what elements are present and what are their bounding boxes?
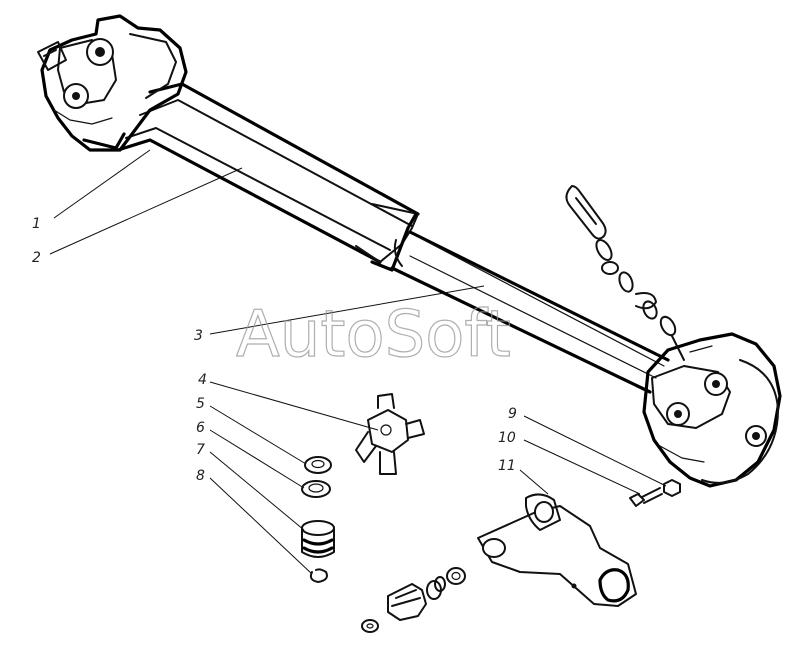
leader-5 <box>209 405 307 465</box>
leader-2 <box>49 167 243 255</box>
part-11-yoke-fork <box>477 493 637 607</box>
right-flange-disc <box>701 359 779 484</box>
part-7-needle-bearing <box>301 520 335 558</box>
outer-tube-lower-line <box>125 127 391 251</box>
seal-inner <box>311 459 325 469</box>
leader-lines <box>49 149 667 575</box>
bearing-top <box>301 520 335 536</box>
seal-outer <box>304 456 332 474</box>
left-cardan-joint <box>37 14 188 152</box>
part-5-seal-ring <box>304 456 332 474</box>
callout-10: 10 <box>498 430 516 446</box>
inner-shaft-bottom-edge <box>390 266 652 394</box>
right-yoke-fork <box>651 365 731 429</box>
spider-trunnion-left <box>355 431 377 463</box>
bolt-head <box>629 493 645 507</box>
small-washer-hole <box>366 623 374 629</box>
callout-labels: 1 2 3 4 5 6 7 8 9 10 11 <box>32 216 517 484</box>
bearing-shading <box>302 538 334 554</box>
leader-8 <box>209 477 313 575</box>
leader-1 <box>53 149 151 219</box>
part-6-seal-cage <box>301 480 331 498</box>
callout-8: 8 <box>196 468 205 484</box>
leader-11 <box>519 469 549 495</box>
left-yoke-bore-upper-hole <box>95 47 105 57</box>
leader-3 <box>209 285 485 335</box>
cage-outer <box>301 480 331 498</box>
callout-3: 3 <box>194 328 203 344</box>
inner-shaft-highlight-1 <box>419 237 665 367</box>
circlip <box>309 568 328 583</box>
safety-chain <box>565 185 685 361</box>
cage-inner <box>308 483 324 493</box>
part-4-cross-spider <box>355 393 425 475</box>
bolt-shank <box>641 487 663 504</box>
left-yoke-bore-lower-hole <box>72 92 80 100</box>
chain-link-5 <box>659 315 677 337</box>
leader-7 <box>209 451 305 531</box>
part-10-bolt <box>629 487 663 507</box>
fork-body <box>477 505 637 607</box>
chain-link-2 <box>601 261 619 275</box>
spider-trunnion-bottom <box>379 451 397 475</box>
left-yoke-outline <box>40 14 188 152</box>
spider-trunnion-top <box>377 393 395 409</box>
leader-10 <box>523 439 641 495</box>
part-9-nut <box>663 479 681 497</box>
boot-washer <box>446 567 466 585</box>
callout-2: 2 <box>32 250 41 266</box>
left-flange <box>129 33 177 99</box>
outer-tube-bottom-edge <box>116 138 382 264</box>
leader-6 <box>209 429 305 489</box>
chain-link-1 <box>595 239 613 261</box>
leader-4 <box>209 381 379 431</box>
outer-tube-end-shadow <box>370 212 418 272</box>
leader-9 <box>523 415 667 487</box>
part-8-circlip <box>309 568 328 583</box>
chain-link-3 <box>618 271 634 293</box>
left-yoke-detail <box>53 109 113 125</box>
right-yoke-bore-upper-hole <box>712 380 720 388</box>
callout-5: 5 <box>196 396 205 412</box>
callout-4: 4 <box>198 372 207 388</box>
left-flange-shadow <box>82 132 126 150</box>
callout-6: 6 <box>196 420 205 436</box>
callout-9: 9 <box>508 406 517 422</box>
chain-link-4 <box>642 300 658 320</box>
inner-shaft-top-edge <box>408 230 670 362</box>
small-washer <box>361 619 379 633</box>
fork-hub-bore <box>598 568 630 603</box>
spider-grease-nipple <box>380 424 392 436</box>
chain-ring <box>635 292 657 310</box>
fork-eye-upper <box>534 501 554 523</box>
right-cardan-joint <box>642 332 782 488</box>
right-yoke-outline <box>642 332 782 488</box>
boot-ring-2 <box>434 576 446 592</box>
snap-hook <box>565 185 607 240</box>
right-flange-bolt-hole <box>752 432 760 440</box>
boot-and-washers <box>361 567 466 633</box>
boot-washer-hole <box>451 571 461 581</box>
spider-body <box>367 409 409 453</box>
fork-grease-hole <box>571 583 577 589</box>
left-cross-spider <box>37 41 67 71</box>
fork-eye-lower <box>482 538 506 558</box>
watermark-text: AutoSoft <box>236 298 511 372</box>
fork-arm-upper <box>525 493 561 531</box>
inner-shaft-highlight-2 <box>409 255 657 379</box>
callout-7: 7 <box>196 442 205 458</box>
nut-hex <box>663 479 681 497</box>
spider-trunnion-right <box>405 419 425 439</box>
right-yoke-bore-lower-hole <box>674 410 682 418</box>
inner-shaft-end-ring <box>393 239 403 267</box>
chain-tail <box>671 335 685 361</box>
outer-tube-end-collar <box>355 203 419 263</box>
right-yoke-detail <box>659 345 713 463</box>
bearing-body <box>301 527 335 558</box>
callout-11: 11 <box>498 458 516 474</box>
callout-1: 1 <box>32 216 41 232</box>
rubber-boot <box>387 583 427 621</box>
